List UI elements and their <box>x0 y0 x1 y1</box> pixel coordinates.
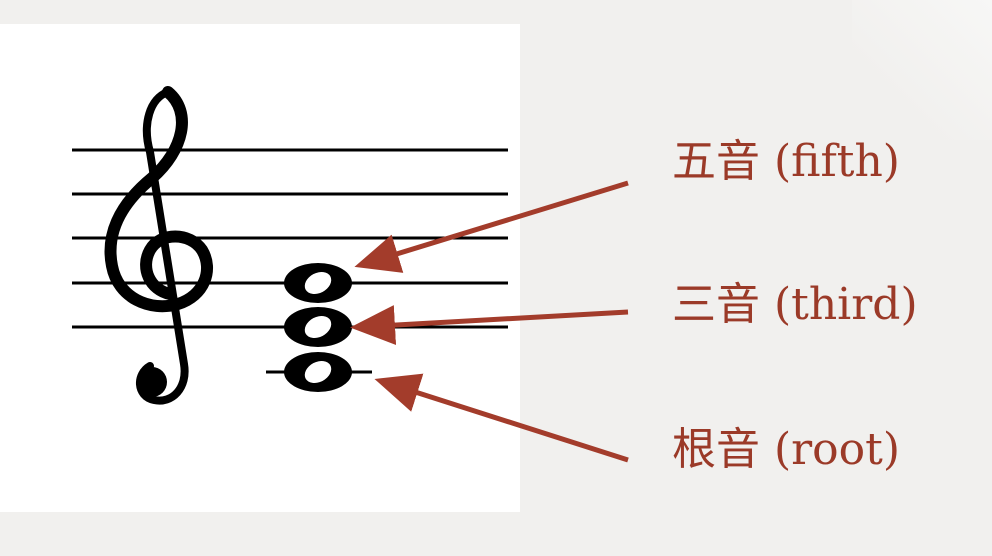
staff <box>72 148 508 329</box>
arrows <box>350 180 629 463</box>
note-third <box>284 307 352 347</box>
treble-clef-icon <box>104 86 213 405</box>
arrow-third <box>350 305 629 346</box>
label-fifth: 五音 (fifth) <box>672 136 900 187</box>
note-fifth <box>284 263 352 303</box>
arrow-root <box>374 373 629 463</box>
staff-card <box>0 24 520 512</box>
arrow-fifth <box>354 180 629 273</box>
note-root <box>284 352 352 392</box>
label-root: 根音 (root) <box>672 424 901 475</box>
background-corner <box>852 0 992 140</box>
label-third: 三音 (third) <box>672 279 918 330</box>
chord <box>266 263 372 392</box>
